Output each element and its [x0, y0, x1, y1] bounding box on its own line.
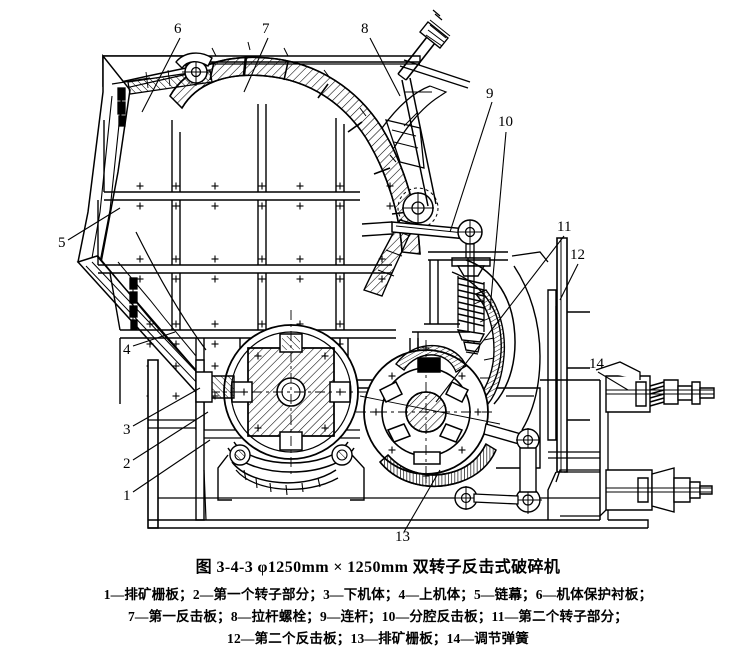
callout-label-6: 6	[174, 21, 182, 37]
callout-label-4: 4	[123, 342, 131, 358]
callout-label-12: 12	[570, 247, 585, 263]
callout-label-3: 3	[123, 422, 131, 438]
figure-legend-line-3: 12—第二个反击板；13—排矿栅板；14—调节弹簧	[227, 631, 529, 646]
callout-label-7: 7	[262, 21, 270, 37]
crusher-cross-section-svg	[67, 9, 715, 533]
callout-label-1: 1	[123, 488, 131, 504]
figure-title: 图 3-4-3 φ1250mm × 1250mm 双转子反击式破碎机	[195, 559, 561, 576]
figure-legend-line-1: 1—排矿栅板；2—第一个转子部分；3—下机体；4—上机体；5—链幕；6—机体保护…	[103, 587, 653, 602]
callout-label-13: 13	[395, 529, 410, 545]
callout-label-9: 9	[486, 86, 494, 102]
callout-label-11: 11	[557, 219, 572, 235]
technical-drawing: 1 2 3 4 5 6 7 8 9 10 11 12 13 14	[58, 9, 715, 545]
callout-label-8: 8	[361, 21, 369, 37]
callout-label-5: 5	[58, 235, 66, 251]
figure-legend-line-2: 7—第一反击板；8—拉杆螺栓；9—连杆；10—分腔反击板；11—第二个转子部分；	[127, 609, 628, 624]
callout-label-14: 14	[589, 356, 604, 372]
callout-label-10: 10	[498, 114, 513, 130]
figure-caption-block: 图 3-4-3 φ1250mm × 1250mm 双转子反击式破碎机 1—排矿栅…	[0, 545, 756, 649]
callout-label-2: 2	[123, 456, 131, 472]
